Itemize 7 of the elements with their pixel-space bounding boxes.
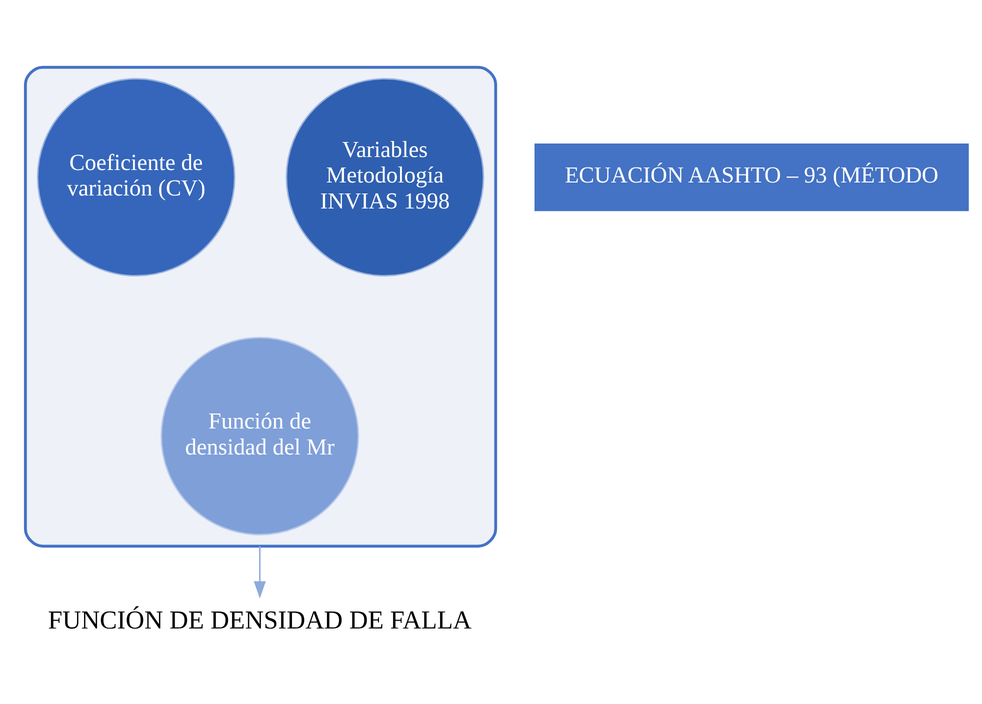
node-text: FUNCIÓN DE DENSIDAD DE FALLA: [48, 606, 472, 635]
node-circle: Función de densidad del Mr: [160, 336, 360, 536]
node-circle: Variables Metodología INVIAS 1998: [286, 78, 484, 276]
node-circle: Coeficiente de variación (CV): [36, 78, 236, 276]
cluster: [24, 66, 498, 548]
arrow: [254, 546, 266, 598]
node-box: ECUACIÓN AASHTO – 93 (MÉTODO: [534, 143, 969, 212]
